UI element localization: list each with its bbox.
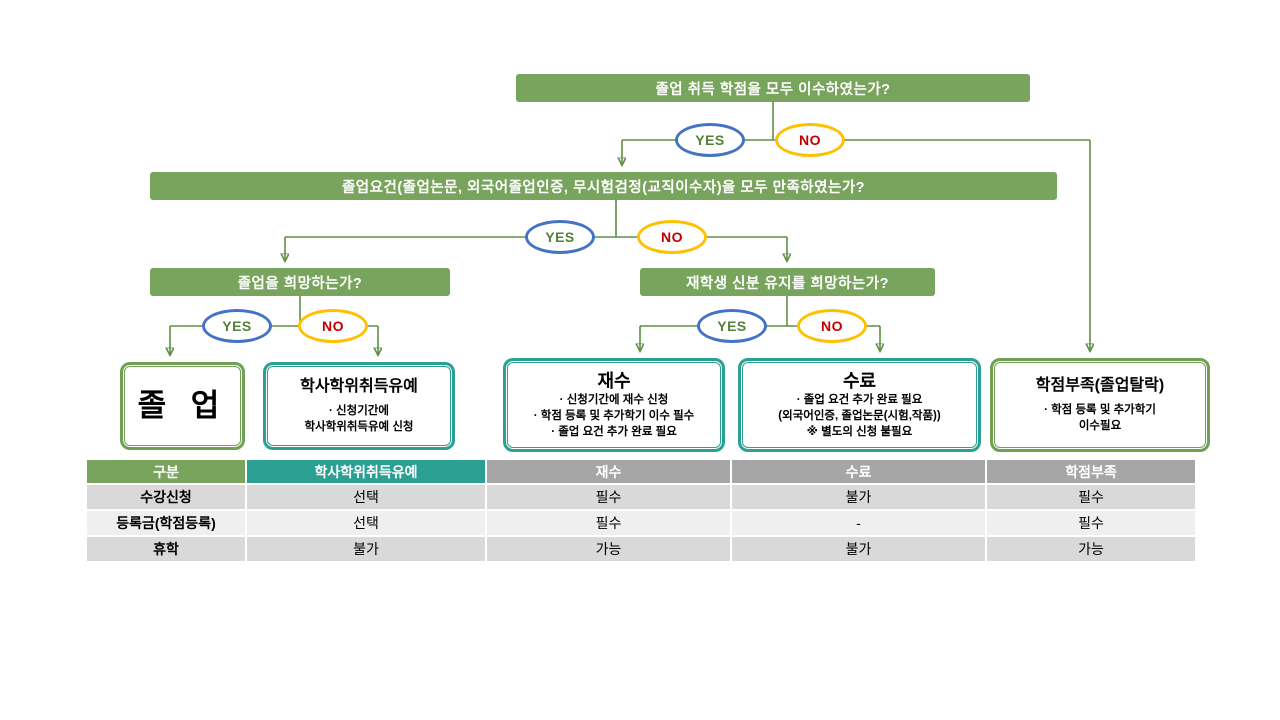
table-cell: 필수	[987, 485, 1195, 509]
row-label: 수강신청	[87, 485, 245, 509]
table-cell: 가능	[487, 537, 730, 561]
row-label: 휴학	[87, 537, 245, 561]
summary-table: 구분 학사학위취득유예 재수 수료 학점부족 수강신청 선택 필수 불가 필수 …	[85, 458, 1197, 563]
table-cell: 필수	[987, 511, 1195, 535]
yes-badge-level3-right: YES	[697, 309, 767, 343]
outcome-retake-line: · 졸업 요건 추가 완료 필요	[551, 426, 677, 439]
outcome-deferment-line: · 신청기간에	[329, 404, 389, 417]
col-header-deferment: 학사학위취득유예	[247, 460, 485, 483]
table-cell: 불가	[732, 537, 985, 561]
outcome-completion-line: · 졸업 요건 추가 완료 필요	[796, 394, 923, 407]
table-cell: 필수	[487, 511, 730, 535]
question-requirements-satisfied: 졸업요건(졸업논문, 외국어졸업인증, 무시험검정(교직이수자)을 모두 만족하…	[150, 172, 1057, 200]
yes-badge-level1: YES	[675, 123, 745, 157]
outcome-completion: 수료 · 졸업 요건 추가 완료 필요 (외국어인증, 졸업논문(시험,작품))…	[738, 358, 981, 452]
table-cell: 가능	[987, 537, 1195, 561]
table-cell: 불가	[732, 485, 985, 509]
question-wish-graduate: 졸업을 희망하는가?	[150, 268, 450, 296]
table-cell: -	[732, 511, 985, 535]
outcome-completion-title: 수료	[842, 370, 877, 391]
outcome-insufficient-credits: 학점부족(졸업탈락) · 학점 등록 및 추가학기 이수필요	[990, 358, 1210, 452]
col-header-completion: 수료	[732, 460, 985, 483]
outcome-retake-line: · 학점 등록 및 추가학기 이수 필수	[533, 410, 695, 423]
table-cell: 선택	[247, 485, 485, 509]
outcome-graduation: 졸 업	[120, 362, 245, 450]
no-badge-level1: NO	[775, 123, 845, 157]
table-row: 등록금(학점등록) 선택 필수 - 필수	[87, 511, 1195, 535]
col-header-retake: 재수	[487, 460, 730, 483]
col-header-insufficient: 학점부족	[987, 460, 1195, 483]
col-header-category: 구분	[87, 460, 245, 483]
yes-badge-level2: YES	[525, 220, 595, 254]
outcome-completion-line: (외국어인증, 졸업논문(시험,작품))	[778, 410, 941, 423]
table-row: 휴학 불가 가능 불가 가능	[87, 537, 1195, 561]
outcome-graduation-title: 졸 업	[137, 387, 228, 423]
outcome-insufficient-line: · 학점 등록 및 추가학기	[1044, 403, 1156, 416]
outcome-retake-line: · 신청기간에 재수 신청	[559, 394, 669, 407]
outcome-deferment-line: 학사학위취득유예 신청	[304, 421, 414, 433]
table-cell: 불가	[247, 537, 485, 561]
table-cell: 필수	[487, 485, 730, 509]
no-badge-level2: NO	[637, 220, 707, 254]
table-header-row: 구분 학사학위취득유예 재수 수료 학점부족	[87, 460, 1195, 483]
outcome-retake: 재수 · 신청기간에 재수 신청 · 학점 등록 및 추가학기 이수 필수 · …	[503, 358, 725, 452]
outcome-retake-title: 재수	[597, 370, 631, 391]
no-badge-level3-left: NO	[298, 309, 368, 343]
yes-badge-level3-left: YES	[202, 309, 272, 343]
outcome-insufficient-line: 이수필요	[1078, 420, 1122, 432]
table-cell: 선택	[247, 511, 485, 535]
question-credits-completed: 졸업 취득 학점을 모두 이수하였는가?	[516, 74, 1030, 102]
outcome-deferment-title: 학사학위취득유예	[300, 377, 418, 395]
outcome-insufficient-title: 학점부족(졸업탈락)	[1035, 376, 1165, 394]
row-label: 등록금(학점등록)	[87, 511, 245, 535]
outcome-completion-line: ※ 별도의 신청 불필요	[806, 426, 913, 439]
question-keep-enrolled-status: 재학생 신분 유지를 희망하는가?	[640, 268, 935, 296]
table-row: 수강신청 선택 필수 불가 필수	[87, 485, 1195, 509]
outcome-degree-deferment: 학사학위취득유예 · 신청기간에 학사학위취득유예 신청	[263, 362, 455, 450]
no-badge-level3-right: NO	[797, 309, 867, 343]
